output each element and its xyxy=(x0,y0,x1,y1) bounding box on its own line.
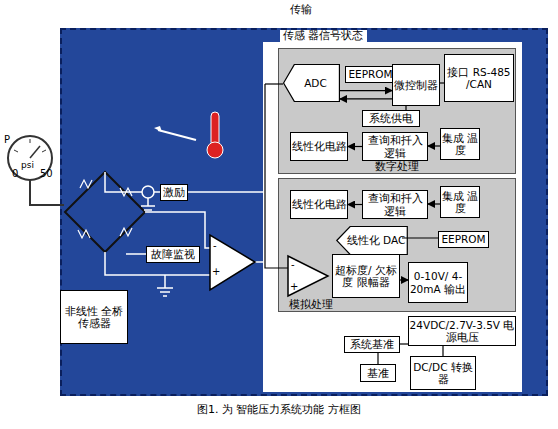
connector xyxy=(340,90,392,91)
linearization-box: 线性化电路 xyxy=(290,190,348,219)
connector xyxy=(348,204,362,205)
node-label: 超标度/ 欠标度 限幅器 xyxy=(333,264,399,288)
adc-block: ADC xyxy=(283,64,340,102)
node-label: DC/DC 转换器 xyxy=(411,361,475,385)
gauge-label: 50 xyxy=(40,168,53,179)
temp-sensor-box: 集成 温度 xyxy=(440,128,480,160)
connector xyxy=(400,279,408,280)
node-label: 激励 xyxy=(163,186,185,198)
dcdc-box: DC/DC 转换器 xyxy=(410,356,476,390)
linearization-box: 线性化电路 xyxy=(290,132,348,161)
node-label: EEPROM xyxy=(441,233,485,245)
node-label: 基准 xyxy=(367,367,389,379)
node-label: 接口 RS-485 /CAN xyxy=(445,66,513,90)
amp-pin-label: + xyxy=(290,281,298,292)
reference-box: 基准 xyxy=(360,364,396,382)
excitation-box: 激励 xyxy=(160,184,188,201)
amp-pin-label: - xyxy=(291,259,295,270)
supply-box: 24VDC/2.7V-3.5V 电源电压 xyxy=(408,316,516,346)
microcontroller-box: 微控制器 xyxy=(392,64,440,106)
node-label: 非线性 全桥 传感器 xyxy=(61,305,127,329)
node-label: 线性化电路 xyxy=(292,140,347,152)
eeprom-box: EEPROM xyxy=(438,231,489,248)
diagram-title: 传输 xyxy=(290,4,312,16)
output-box: 0-10V/ 4-20mA 输出 xyxy=(408,262,468,303)
node-label: EEPROM xyxy=(348,68,392,80)
connector xyxy=(428,203,440,204)
connector xyxy=(440,82,444,83)
analog-section: 模拟处理 线性化电路 查询和扦入逻辑集成 温度 EEPROM 线性化 DAC 超标度/ 欠… xyxy=(278,178,516,312)
section-heading: 模拟处理 xyxy=(289,298,333,310)
node-label: 24VDC/2.7V-3.5V 电源电压 xyxy=(409,319,515,343)
interface-box: 接口 RS-485 /CAN xyxy=(444,54,514,102)
connector xyxy=(405,106,406,110)
node-label: 系统基准 xyxy=(350,338,394,350)
thermometer-icon xyxy=(154,112,223,158)
node-label: 0-10V/ 4-20mA 输出 xyxy=(409,270,467,294)
signal-wires xyxy=(105,172,265,296)
limiter-box: 超标度/ 欠标度 限幅器 xyxy=(332,254,400,298)
node-label: 系统供电 xyxy=(369,112,413,124)
node-label: ADC xyxy=(304,77,327,89)
wheatstone-bridge xyxy=(65,172,145,252)
gauge-label: 0 xyxy=(12,168,18,179)
amplifier-symbol xyxy=(210,235,255,290)
section-heading: 数字处理 xyxy=(375,160,419,172)
connector xyxy=(348,146,362,147)
connector xyxy=(442,346,443,356)
amp-pin-label: - xyxy=(213,240,217,251)
bus-wires xyxy=(265,84,438,344)
reference-box: 系统基准 xyxy=(344,336,400,353)
connector xyxy=(428,145,440,146)
connector xyxy=(340,98,392,99)
gauge-label: psi xyxy=(21,161,34,171)
node-label: 线性化电路 xyxy=(292,198,347,210)
node-label: 线性化 DAC xyxy=(347,234,406,246)
eeprom-box: EEPROM xyxy=(345,66,396,83)
connector xyxy=(377,353,378,364)
amp-pin-label: + xyxy=(212,266,220,277)
fault-monitor-box: 故障监视 xyxy=(146,246,200,263)
gauge-label: P xyxy=(4,134,10,145)
digital-section: 数字处理 ADC EEPROM微控制器接口 RS-485 /CAN 系统供电线性化电路… xyxy=(278,48,516,174)
amplifier-symbol xyxy=(288,256,328,296)
node-label: 集成 温度 xyxy=(441,132,479,156)
node-label: 查询和扦入逻辑 xyxy=(363,192,427,216)
power-box: 系统供电 xyxy=(362,110,420,127)
node-label: 故障监视 xyxy=(151,248,195,260)
bridge-sensor-box: 非线性 全桥 传感器 xyxy=(60,290,128,344)
sensor-panel: 传感 器信号状态数字处理ADCEEPROM微控制器接口 RS-485 /CAN系… xyxy=(60,28,548,396)
temp-sensor-box: 集成 温度 xyxy=(440,186,480,218)
dac-block: 线性化 DAC xyxy=(336,226,408,255)
lookup-logic-box: 查询和扦入逻辑 xyxy=(362,190,428,219)
pressure-gauge xyxy=(8,136,64,205)
figure-caption: 图1. 为 智能压力系统功能 方框图 xyxy=(197,404,361,416)
node-label: 集成 温度 xyxy=(441,190,479,214)
lookup-logic-box: 查询和扦入逻辑 xyxy=(362,132,428,161)
node-label: 查询和扦入逻辑 xyxy=(363,134,427,158)
node-label: 微控制器 xyxy=(394,79,438,91)
section-heading: 传感 器信号状态 xyxy=(280,30,367,43)
